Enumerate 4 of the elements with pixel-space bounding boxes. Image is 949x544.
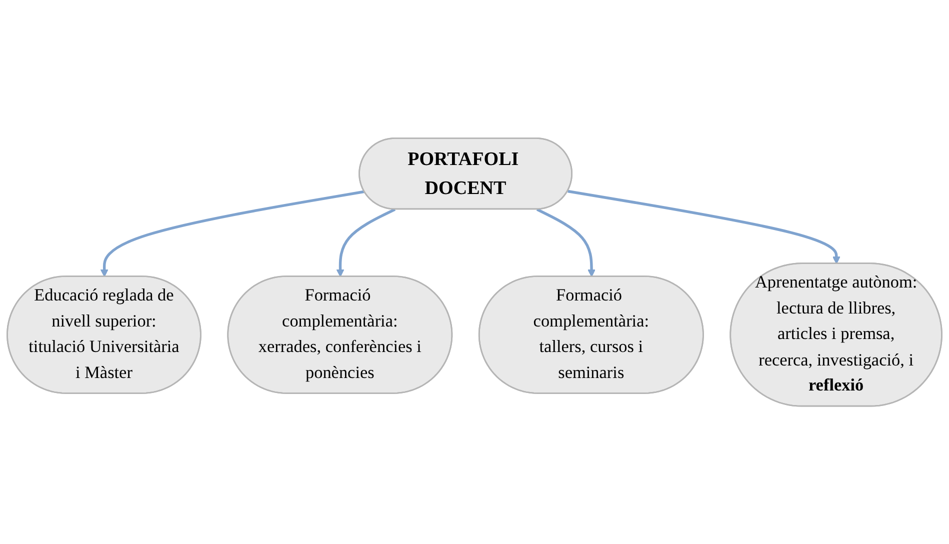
arrow xyxy=(336,208,396,277)
arrow xyxy=(568,190,840,264)
arrow xyxy=(536,208,596,277)
arrow xyxy=(100,190,365,277)
